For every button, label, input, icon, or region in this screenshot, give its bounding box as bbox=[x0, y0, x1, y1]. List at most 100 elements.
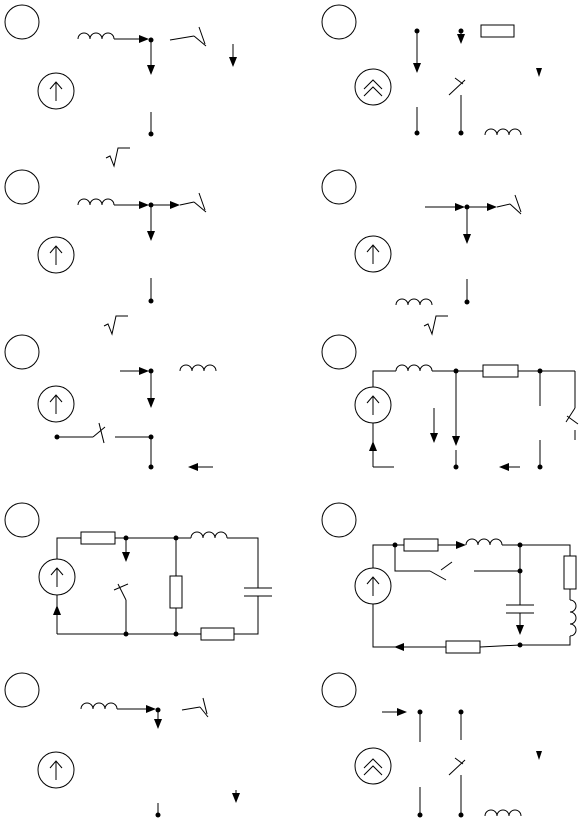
current-arrow bbox=[394, 643, 404, 651]
current-source bbox=[355, 387, 391, 423]
current-source bbox=[355, 236, 391, 272]
resistor bbox=[170, 576, 182, 608]
node-dot bbox=[148, 131, 154, 137]
node-dot bbox=[517, 642, 523, 648]
sqrt-sign bbox=[104, 316, 128, 334]
node-dot bbox=[417, 812, 423, 818]
current-arrow bbox=[147, 398, 155, 408]
current-arrow bbox=[455, 203, 465, 211]
node-dot bbox=[458, 812, 464, 818]
panel-number-circle bbox=[322, 335, 356, 369]
panel-5 bbox=[5, 335, 217, 471]
current-arrow bbox=[499, 463, 509, 471]
node-dot bbox=[537, 464, 543, 470]
panel-number-circle bbox=[322, 503, 356, 537]
current-arrow bbox=[232, 793, 240, 803]
switch bbox=[566, 371, 578, 440]
panel-6 bbox=[322, 335, 578, 471]
current-arrow bbox=[154, 719, 162, 729]
panel-8 bbox=[322, 503, 576, 653]
panel-number-circle bbox=[322, 5, 356, 39]
switch bbox=[182, 698, 208, 717]
current-arrow bbox=[122, 552, 130, 562]
capacitor bbox=[244, 588, 272, 596]
panel-number-circle bbox=[5, 335, 39, 369]
current-arrow bbox=[146, 705, 156, 713]
resistor bbox=[564, 556, 576, 589]
current-source bbox=[38, 752, 74, 788]
inductor bbox=[395, 298, 433, 306]
current-arrow bbox=[456, 541, 466, 549]
inductor bbox=[77, 32, 115, 40]
node-dot bbox=[123, 631, 129, 637]
current-arrow bbox=[463, 234, 471, 244]
current-arrow bbox=[452, 436, 460, 446]
panel-number-circle bbox=[5, 503, 39, 537]
current-arrow bbox=[139, 35, 149, 43]
node-dot bbox=[458, 130, 464, 136]
panel-3 bbox=[5, 170, 206, 334]
panel-number-circle bbox=[322, 170, 356, 204]
panel-10 bbox=[322, 673, 542, 818]
switch bbox=[114, 584, 128, 634]
inductor bbox=[484, 809, 522, 817]
current-arrow bbox=[147, 231, 155, 241]
current-arrow bbox=[487, 203, 497, 211]
node-dot bbox=[414, 130, 420, 136]
switch bbox=[180, 193, 206, 212]
panel-number-circle bbox=[322, 673, 356, 707]
switch bbox=[449, 78, 465, 133]
panel-7 bbox=[5, 503, 272, 640]
current-arrow bbox=[170, 201, 180, 209]
inductor bbox=[179, 364, 217, 372]
switch bbox=[430, 562, 452, 580]
inductor bbox=[80, 702, 118, 710]
current-arrow bbox=[229, 57, 237, 67]
current-source bbox=[38, 237, 74, 273]
current-arrow bbox=[516, 625, 524, 635]
current-arrow bbox=[430, 433, 438, 443]
switch bbox=[57, 423, 105, 443]
resistor bbox=[481, 25, 514, 37]
inductor bbox=[77, 198, 115, 206]
inductor bbox=[484, 128, 522, 136]
sqrt-sign bbox=[424, 316, 448, 334]
panel-9 bbox=[5, 673, 240, 818]
panel-number-circle bbox=[5, 5, 39, 39]
inductor bbox=[570, 600, 576, 636]
node-dot bbox=[173, 631, 179, 637]
current-arrow bbox=[139, 367, 149, 375]
resistor bbox=[483, 365, 518, 377]
current-arrow bbox=[457, 34, 465, 44]
node-dot bbox=[464, 299, 470, 305]
current-arrow bbox=[147, 65, 155, 75]
current-source bbox=[39, 559, 75, 595]
resistor bbox=[201, 628, 234, 640]
panel-number-circle bbox=[5, 673, 39, 707]
current-arrow bbox=[536, 751, 542, 760]
current-arrow bbox=[536, 68, 542, 77]
current-source bbox=[38, 386, 74, 422]
current-source bbox=[355, 568, 391, 604]
switch bbox=[449, 758, 465, 815]
sqrt-sign bbox=[106, 148, 130, 166]
node-dot bbox=[155, 812, 161, 818]
panel-1 bbox=[5, 5, 237, 166]
voltage-source bbox=[355, 69, 391, 105]
resistor bbox=[81, 532, 115, 544]
switch bbox=[194, 27, 206, 46]
current-arrow bbox=[413, 63, 421, 73]
capacitor bbox=[506, 605, 534, 613]
panel-number-circle bbox=[5, 170, 39, 204]
current-source bbox=[38, 73, 74, 109]
inductor bbox=[465, 538, 503, 546]
current-arrow bbox=[369, 441, 377, 451]
node-dot bbox=[148, 298, 154, 304]
current-arrow bbox=[139, 201, 149, 209]
panel-4 bbox=[322, 170, 521, 334]
resistor bbox=[446, 641, 480, 653]
voltage-source bbox=[355, 748, 391, 784]
switch bbox=[497, 195, 521, 214]
node-dot bbox=[148, 464, 154, 470]
